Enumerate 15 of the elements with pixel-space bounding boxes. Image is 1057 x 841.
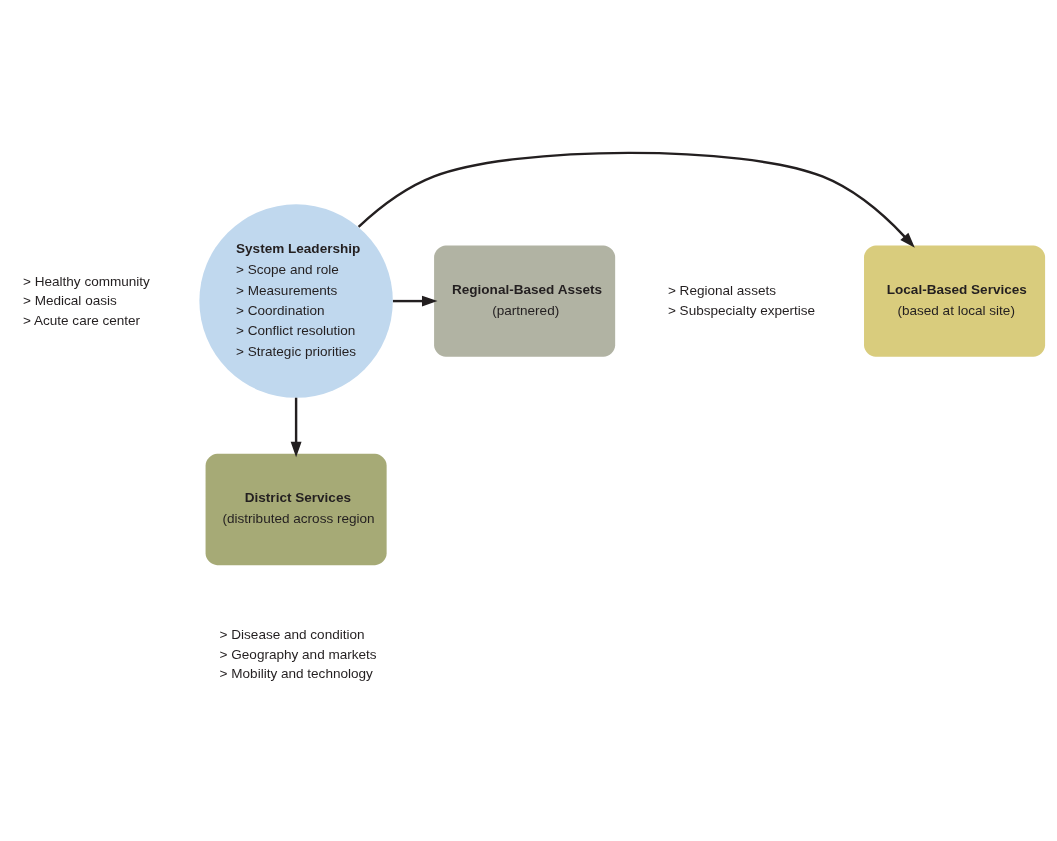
node-box: Regional-Based Assets (partnered) (434, 245, 616, 357)
arrow (357, 151, 915, 248)
node-label: > Geography and markets (219, 646, 377, 662)
node-label: > Acute care center (23, 312, 141, 328)
node-label: > Subspecialty expertise (667, 302, 816, 318)
node-label: > Medical oasis (23, 293, 117, 309)
node-label: > Healthy community (23, 273, 150, 289)
arrow (392, 295, 438, 307)
arrow (290, 397, 302, 458)
node-label: > Disease and condition (219, 627, 365, 643)
node-circle: System Leadership > Scope and role > Measurements > Coordination > Conflict resolution > Strategic priorities (199, 204, 393, 398)
node-box: Local-Based Services (based at local site) (864, 245, 1046, 357)
node-box: District Services (distributed across region (205, 453, 387, 566)
node-label: > Regional assets (667, 283, 777, 299)
node-label: > Mobility and technology (219, 666, 373, 682)
